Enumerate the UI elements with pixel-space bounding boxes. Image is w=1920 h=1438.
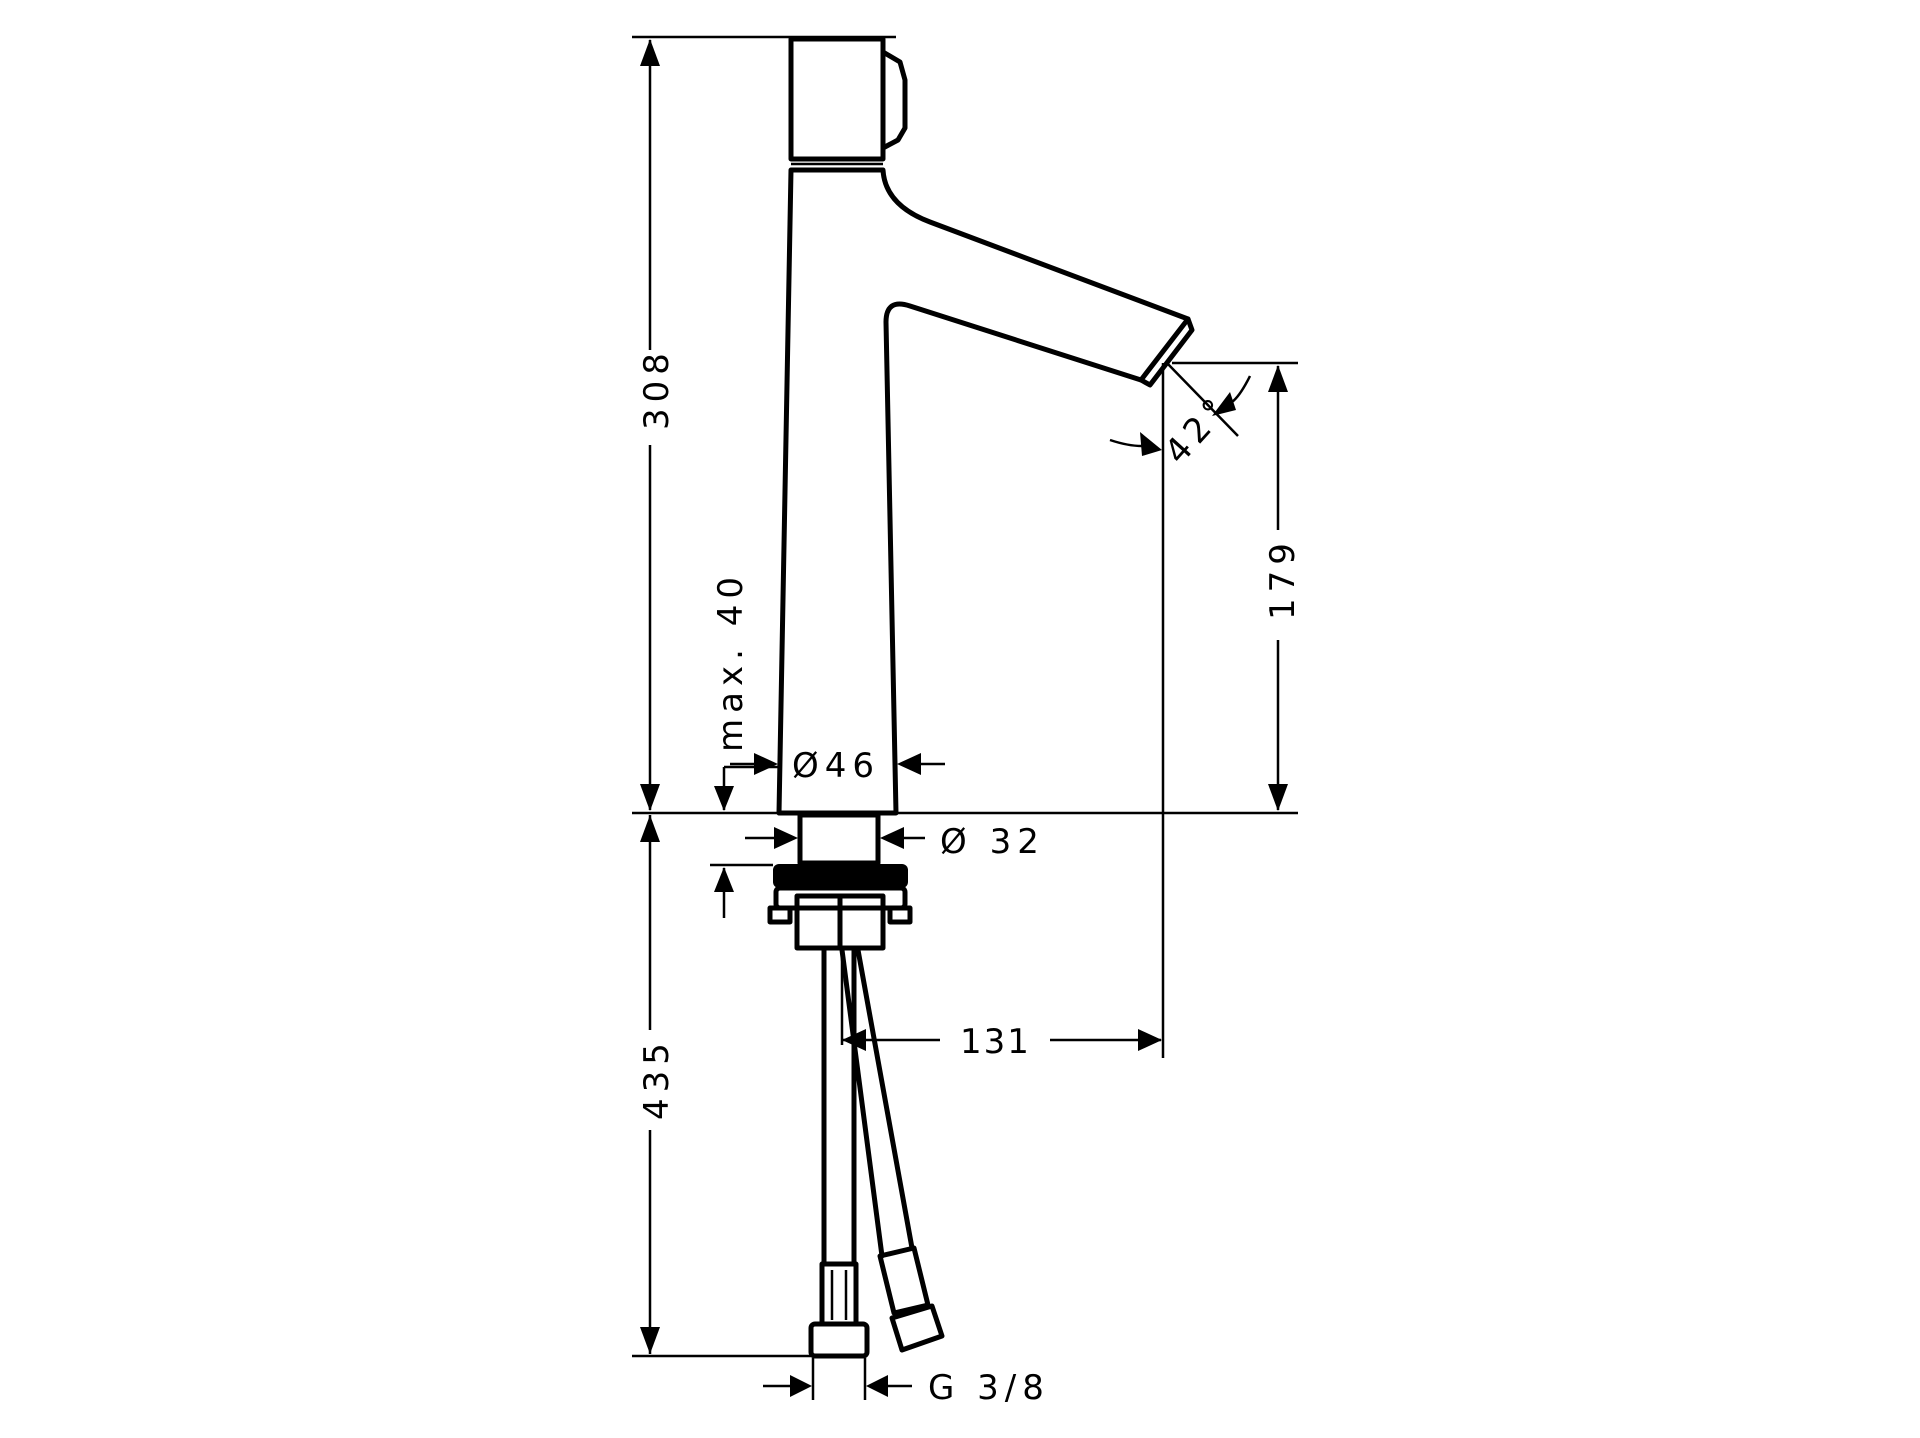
dim-label-435: 435 <box>637 1037 677 1120</box>
dim-label-g-3-8: G 3/8 <box>928 1368 1050 1408</box>
mounting-nut <box>767 864 913 951</box>
dim-label-179: 179 <box>1263 537 1303 620</box>
aerator <box>1138 316 1195 388</box>
supply-hose-angled <box>839 947 945 1353</box>
dim-label-diameter-32: Ø 32 <box>940 822 1045 862</box>
faucet-handle <box>788 36 908 166</box>
dim-label-308: 308 <box>637 347 677 430</box>
faucet-body <box>776 167 1191 816</box>
dim-label-max-40: max. 40 <box>711 571 751 752</box>
dim-label-diameter-46: Ø46 <box>792 746 880 786</box>
faucet-neck <box>797 812 881 866</box>
dimension-lines <box>632 35 1298 1400</box>
dim-label-131: 131 <box>960 1022 1031 1062</box>
supply-hose-straight <box>808 945 870 1359</box>
